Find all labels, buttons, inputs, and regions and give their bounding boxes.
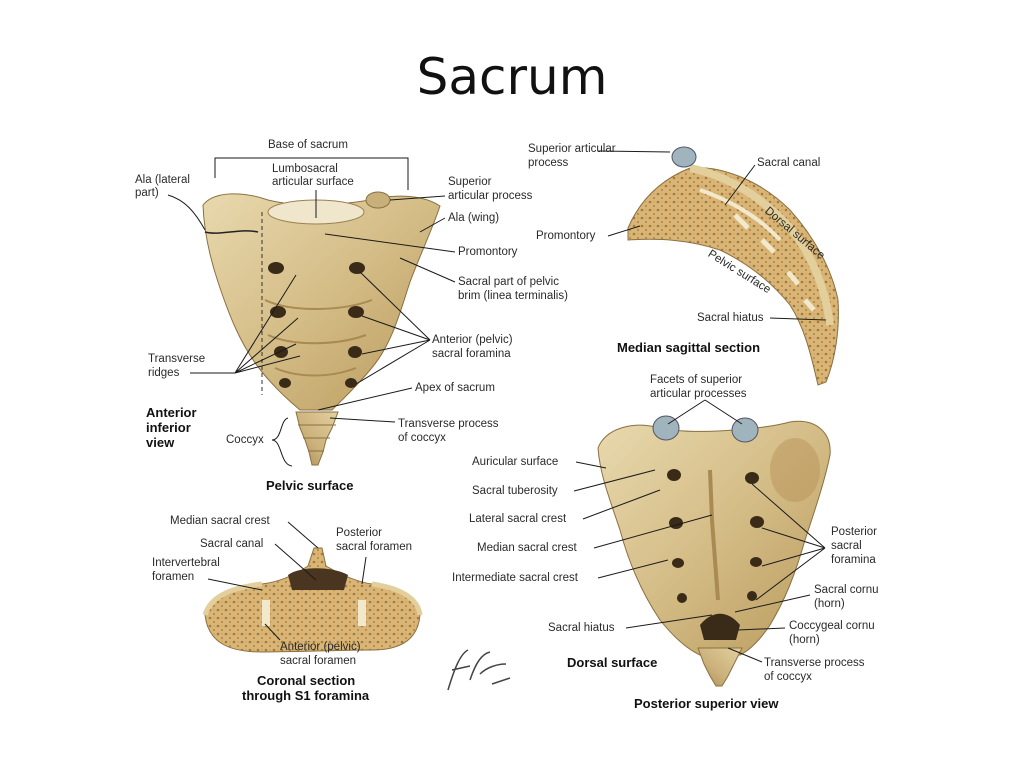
label-intermediate-crest: Intermediate sacral crest	[452, 572, 578, 584]
label-coccygeal-cornu-2: (horn)	[789, 634, 820, 646]
dorsal-surface-caption: Dorsal surface	[567, 655, 658, 670]
sagittal-section-drawing	[627, 146, 839, 386]
label-tuberosity: Sacral tuberosity	[472, 485, 558, 497]
label-posterior-foramina-2: sacral	[831, 540, 862, 552]
label-promontory: Promontory	[458, 246, 518, 258]
label-cor-posterior-foramen-2: sacral foramen	[336, 541, 413, 553]
posterior-superior-caption: Posterior superior view	[634, 696, 779, 711]
label-posterior-foramina-3: foramina	[831, 554, 876, 566]
label-sag-sacral-hiatus: Sacral hiatus	[697, 312, 764, 324]
anterior-view-caption-2: inferior	[146, 420, 191, 435]
label-sag-sacral-canal: Sacral canal	[757, 157, 821, 169]
label-transverse-process-coccyx-1: Transverse process	[398, 418, 499, 430]
label-cor-intervertebral-1: Intervertebral	[152, 557, 220, 569]
netter-signature	[447, 649, 511, 691]
anterior-view-caption-1: Anterior	[146, 405, 197, 420]
label-cor-sacral-canal: Sacral canal	[200, 538, 264, 550]
pelvic-surface-caption: Pelvic surface	[266, 478, 354, 493]
posterior-leader-lines	[573, 399, 826, 663]
label-cor-median-crest: Median sacral crest	[170, 515, 270, 527]
coronal-caption-1: Coronal section	[257, 673, 356, 688]
label-sag-superior-articular-2: process	[528, 157, 569, 169]
label-pelvic-brim-1: Sacral part of pelvic	[458, 276, 559, 288]
label-superior-articular-1: Superior	[448, 176, 492, 188]
label-sag-promontory: Promontory	[536, 230, 596, 242]
label-median-crest: Median sacral crest	[477, 542, 577, 554]
label-cor-posterior-foramen-1: Posterior	[336, 527, 383, 539]
label-transverse-ridges-2: ridges	[148, 367, 180, 379]
label-transverse-process-coccyx-2: of coccyx	[398, 432, 446, 444]
anterior-foramina	[268, 262, 365, 388]
label-anterior-foramina-1: Anterior (pelvic)	[432, 334, 513, 346]
label-lumbosacral-1: Lumbosacral	[272, 163, 338, 175]
coronal-caption-2: through S1 foramina	[242, 688, 370, 703]
label-cor-intervertebral-2: foramen	[152, 571, 195, 583]
posterior-coccyx	[697, 647, 743, 687]
sagittal-superior-articular-cartilage	[671, 146, 697, 168]
label-sacral-cornu-2: (horn)	[814, 598, 845, 610]
label-cor-anterior-foramen-2: sacral foramen	[280, 655, 357, 667]
label-apex: Apex of sacrum	[415, 382, 495, 394]
anterior-leader-lines	[167, 157, 456, 467]
coronal-section-body	[204, 547, 421, 653]
slide-title: Sacrum	[416, 48, 608, 106]
anterior-sacrum-body	[202, 193, 441, 411]
label-posterior-foramina-1: Posterior	[831, 526, 878, 538]
label-lumbosacral-2: articular surface	[272, 176, 354, 188]
posterior-foramina	[667, 469, 764, 603]
label-coccygeal-cornu-1: Coccygeal cornu	[789, 620, 875, 632]
coronal-section-drawing	[202, 547, 423, 653]
label-facets-1: Facets of superior	[650, 374, 743, 386]
posterior-sacrum-drawing	[597, 415, 831, 687]
label-auricular: Auricular surface	[472, 456, 559, 468]
label-sag-superior-articular-1: Superior articular	[528, 143, 616, 155]
sagittal-leader-lines	[597, 150, 827, 321]
label-anterior-foramina-2: sacral foramina	[432, 348, 511, 360]
label-lateral-crest: Lateral sacral crest	[469, 513, 567, 525]
median-sagittal-caption: Median sagittal section	[617, 340, 761, 355]
label-ala-lateral-2: part)	[135, 187, 159, 199]
label-coccyx: Coccyx	[226, 434, 264, 446]
anterior-sacrum-drawing	[202, 191, 441, 466]
label-post-transverse-2: of coccyx	[764, 671, 812, 683]
label-post-sacral-hiatus: Sacral hiatus	[548, 622, 615, 634]
label-transverse-ridges-1: Transverse	[148, 353, 206, 365]
label-sacral-cornu-1: Sacral cornu	[814, 584, 879, 596]
label-superior-articular-2: articular process	[448, 190, 533, 202]
label-ala-wing: Ala (wing)	[448, 212, 500, 224]
coronal-leader-lines	[207, 521, 367, 641]
label-facets-2: articular processes	[650, 388, 747, 400]
label-ala-lateral-1: Ala (lateral	[135, 174, 190, 186]
anterior-view-caption-3: view	[146, 435, 175, 450]
label-pelvic-brim-2: brim (linea terminalis)	[458, 290, 568, 302]
label-post-transverse-1: Transverse process	[764, 657, 865, 669]
label-cor-anterior-foramen-1: Anterior (pelvic)	[280, 641, 361, 653]
label-base-of-sacrum: Base of sacrum	[268, 139, 348, 151]
